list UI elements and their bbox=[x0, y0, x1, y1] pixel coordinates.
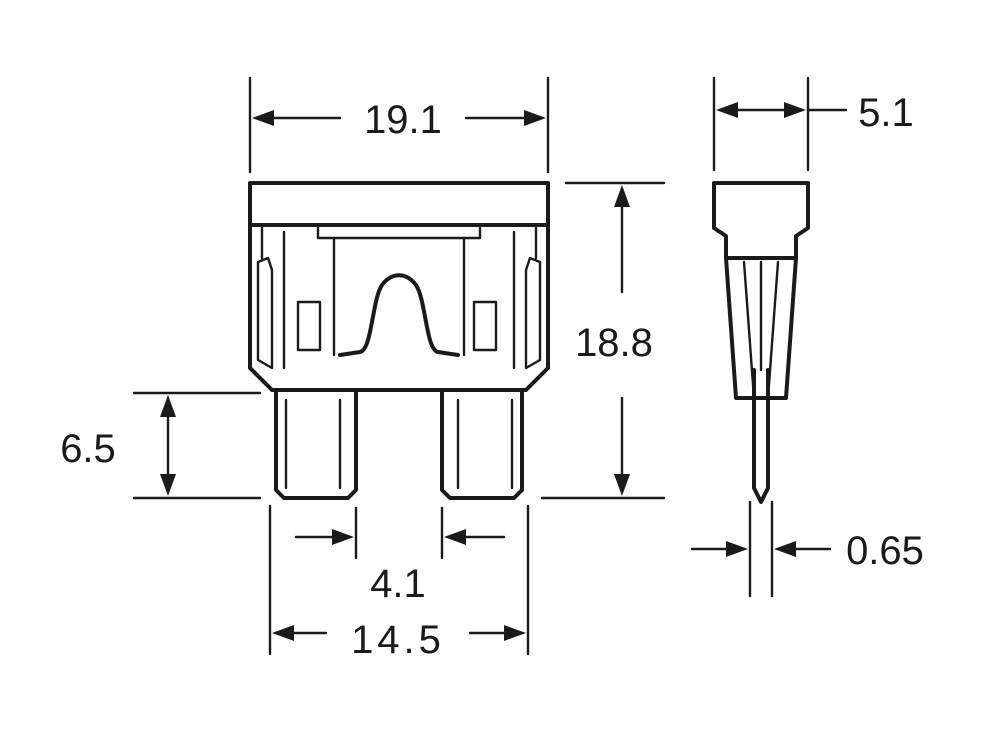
dimension-lines bbox=[132, 76, 848, 656]
left-blade bbox=[274, 388, 358, 500]
left-test-window bbox=[296, 300, 322, 352]
side-blade bbox=[752, 368, 770, 504]
right-blade bbox=[440, 388, 524, 500]
side-cap bbox=[712, 181, 810, 260]
right-grip bbox=[524, 256, 542, 370]
dimension-label-body-width: 19.1 bbox=[364, 98, 442, 142]
right-test-window bbox=[472, 300, 498, 352]
left-blade-detail bbox=[284, 398, 342, 490]
fuse-inner-ridge bbox=[260, 226, 538, 260]
dimension-label-side-thickness: 5.1 bbox=[858, 91, 914, 135]
dimension-label-blade-thickness: 0.65 bbox=[846, 529, 924, 573]
dimension-label-blade-length: 6.5 bbox=[60, 427, 116, 471]
fuse-element bbox=[338, 273, 460, 357]
dimension-label-overall-span: 14.5 bbox=[351, 618, 445, 662]
right-blade-detail bbox=[456, 398, 514, 490]
left-grip bbox=[256, 256, 274, 370]
fuse-top-cap bbox=[248, 181, 550, 227]
dimension-label-body-height: 18.8 bbox=[575, 321, 653, 365]
side-taper-detail bbox=[742, 260, 780, 400]
side-taper bbox=[724, 256, 798, 400]
fuse-housing bbox=[248, 223, 550, 392]
fuse-side-view bbox=[712, 181, 810, 504]
inner-guides bbox=[282, 230, 516, 370]
dimension-label-blade-gap: 4.1 bbox=[370, 562, 426, 606]
fuse-front-view bbox=[248, 181, 550, 500]
